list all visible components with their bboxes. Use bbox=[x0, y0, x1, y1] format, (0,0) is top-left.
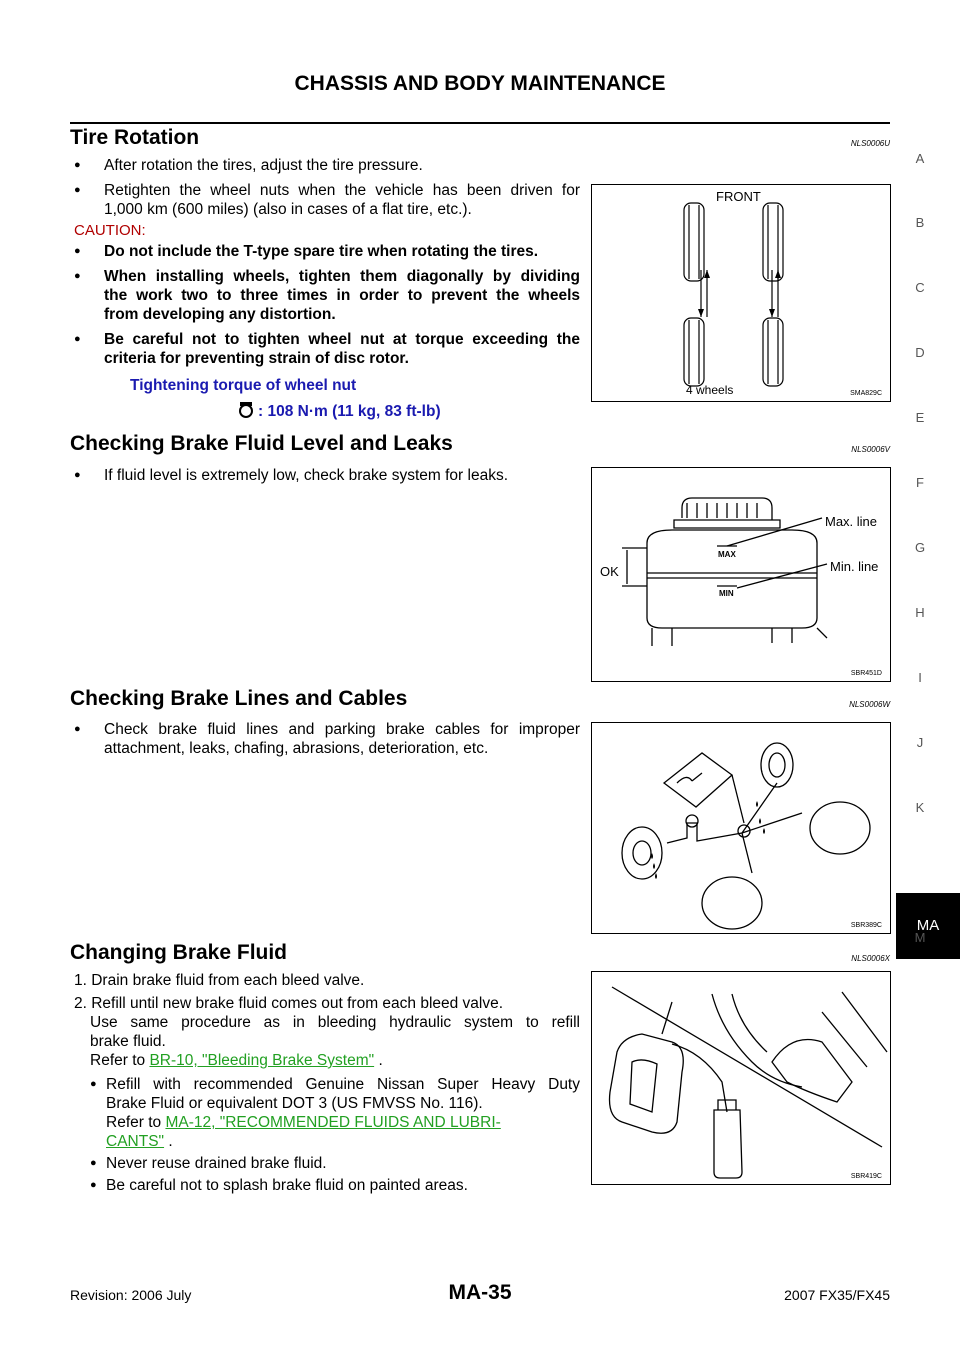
recommended-fluids-link-cont[interactable]: CANTS" bbox=[106, 1133, 165, 1150]
index-letter-e[interactable]: E bbox=[915, 410, 925, 425]
index-letter-d[interactable]: D bbox=[915, 345, 925, 360]
torque-wrench-icon bbox=[239, 402, 253, 418]
tire-rotation-diagram bbox=[683, 202, 784, 387]
bullet-icon: ● bbox=[90, 1157, 97, 1169]
refer-text: Refer to bbox=[106, 1114, 162, 1131]
caution-3-cont: criteria for preventing strain of disc r… bbox=[104, 350, 409, 367]
bullet-icon: ● bbox=[90, 1078, 97, 1090]
tire-bullet-2: Retighten the wheel nuts when the vehicl… bbox=[104, 182, 580, 199]
section-title-tire-rotation: Tire Rotation bbox=[70, 126, 200, 149]
step-2: 2. Refill until new brake fluid comes ou… bbox=[74, 995, 504, 1012]
brake-lines-figure: SBR389C bbox=[591, 722, 891, 934]
caution-heading: CAUTION: bbox=[74, 222, 146, 239]
header-rule bbox=[70, 122, 890, 124]
figure-front-label: FRONT bbox=[716, 189, 761, 204]
caution-2-cont2: from developing any distortion. bbox=[104, 306, 336, 323]
bullet-icon: ● bbox=[74, 159, 81, 171]
section-title-changing-fluid: Changing Brake Fluid bbox=[70, 941, 288, 964]
section-code: NLS0006W bbox=[849, 700, 890, 709]
figure-code: SBR451D bbox=[850, 670, 882, 677]
torque-label: Tightening torque of wheel nut bbox=[130, 377, 357, 394]
section-title-brake-lines: Checking Brake Lines and Cables bbox=[70, 687, 408, 710]
figure-code: SBR419C bbox=[850, 1173, 882, 1180]
index-letter-c[interactable]: C bbox=[915, 280, 925, 295]
lines-bullet-2: attachment, leaks, chafing, abrasions, d… bbox=[104, 740, 489, 757]
sub-bullet-3: Be careful not to splash brake fluid on … bbox=[106, 1177, 468, 1194]
min-mark: MIN bbox=[719, 589, 734, 598]
index-letter-m[interactable]: M bbox=[914, 930, 926, 945]
figure-code: SMA829C bbox=[850, 390, 882, 397]
section-code: NLS0006X bbox=[851, 954, 890, 963]
figure-wheels-label: 4 wheels bbox=[686, 383, 734, 397]
refer-text: Refer to bbox=[90, 1052, 146, 1069]
min-line-label: Min. line bbox=[830, 559, 879, 574]
brake-lines-diagram bbox=[621, 742, 871, 930]
lines-bullet-1: Check brake fluid lines and parking brak… bbox=[104, 721, 580, 738]
section-title-fluid-level: Checking Brake Fluid Level and Leaks bbox=[70, 432, 453, 455]
bleeding-diagram bbox=[608, 986, 888, 1179]
step-1: 1. Drain brake fluid from each bleed val… bbox=[74, 972, 365, 989]
index-letter-f[interactable]: F bbox=[916, 475, 924, 490]
index-letter-j[interactable]: J bbox=[916, 735, 924, 750]
sub-bullet-2: Never reuse drained brake fluid. bbox=[106, 1155, 327, 1172]
fluid-bullet: If fluid level is extremely low, check b… bbox=[104, 467, 509, 484]
sub-bullet-1-cont: Brake Fluid or equivalent DOT 3 (US FMVS… bbox=[106, 1095, 483, 1112]
step-2-cont: Use same procedure as in bleeding hydrau… bbox=[90, 1014, 580, 1031]
bullet-icon: ● bbox=[74, 723, 81, 735]
refer-period: . bbox=[168, 1133, 173, 1150]
refer-period: . bbox=[378, 1052, 383, 1069]
index-letter-b[interactable]: B bbox=[915, 215, 925, 230]
footer-page-number: MA-35 bbox=[448, 1281, 512, 1304]
page-header-title: CHASSIS AND BODY MAINTENANCE bbox=[294, 72, 666, 95]
footer-revision: Revision: 2006 July bbox=[70, 1287, 192, 1303]
bullet-icon: ● bbox=[74, 270, 81, 282]
bleeding-brake-system-link[interactable]: BR-10, "Bleeding Brake System" bbox=[149, 1052, 375, 1069]
caution-2: When installing wheels, tighten them dia… bbox=[104, 268, 580, 285]
reservoir-diagram bbox=[622, 497, 828, 646]
section-code: NLS0006U bbox=[850, 139, 890, 148]
reservoir-figure: Max. line Min. line OK MAX MIN SBR451D bbox=[591, 467, 891, 682]
figure-code: SBR389C bbox=[850, 922, 882, 929]
caution-3: Be careful not to tighten wheel nut at t… bbox=[104, 331, 580, 348]
bullet-icon: ● bbox=[90, 1179, 97, 1191]
max-mark: MAX bbox=[718, 550, 736, 559]
index-letter-g[interactable]: G bbox=[914, 540, 926, 555]
sub-bullet-1: Refill with recommended Genuine Nissan S… bbox=[106, 1076, 580, 1093]
index-letter-k[interactable]: K bbox=[915, 800, 925, 815]
index-letter-a[interactable]: A bbox=[915, 151, 925, 166]
index-letter-i[interactable]: I bbox=[918, 670, 922, 685]
bleeding-figure: SBR419C bbox=[591, 971, 891, 1185]
footer-model: 2007 FX35/FX45 bbox=[784, 1287, 890, 1303]
bullet-icon: ● bbox=[74, 184, 81, 196]
step-2-cont2: brake fluid. bbox=[90, 1033, 166, 1050]
bullet-icon: ● bbox=[74, 333, 81, 345]
caution-2-cont: the work two to three times in order to … bbox=[104, 287, 580, 304]
tire-bullet-1: After rotation the tires, adjust the tir… bbox=[104, 157, 423, 174]
tire-rotation-figure: FRONT 4 wheels SMA829C bbox=[591, 184, 891, 402]
index-letter-h[interactable]: H bbox=[915, 605, 925, 620]
ok-label: OK bbox=[600, 564, 619, 579]
tire-bullet-2-cont: 1,000 km (600 miles) (also in cases of a… bbox=[104, 201, 472, 218]
index-tab-ma-active[interactable]: MA bbox=[896, 893, 960, 959]
caution-1: Do not include the T-type spare tire whe… bbox=[104, 243, 539, 260]
torque-value: : 108 N·m (11 kg, 83 ft-lb) bbox=[258, 403, 441, 420]
bullet-icon: ● bbox=[74, 469, 81, 481]
section-code: NLS0006V bbox=[851, 445, 890, 454]
max-line-label: Max. line bbox=[825, 514, 878, 529]
recommended-fluids-link[interactable]: MA-12, "RECOMMENDED FLUIDS AND LUBRI- bbox=[165, 1114, 501, 1131]
bullet-icon: ● bbox=[74, 245, 81, 257]
